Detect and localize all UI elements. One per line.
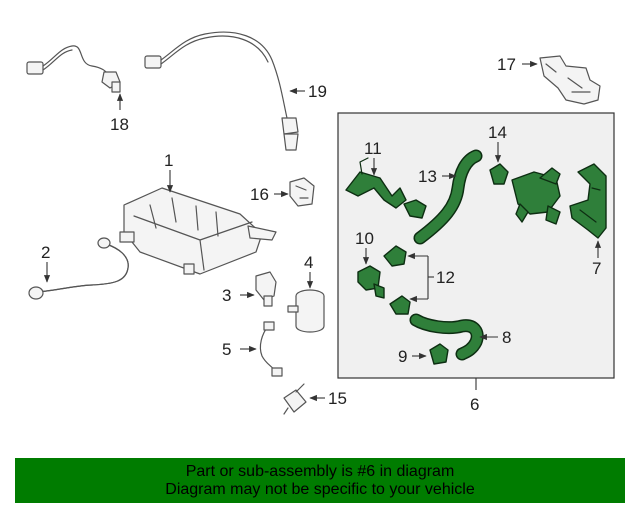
callout-5: 5 xyxy=(222,340,231,359)
clip-12a[interactable] xyxy=(383,245,407,267)
callout-16: 16 xyxy=(250,185,269,204)
callout-3: 3 xyxy=(222,286,231,305)
footer-banner: Part or sub-assembly is #6 in diagram Di… xyxy=(15,458,625,503)
hose-5[interactable] xyxy=(259,321,283,377)
parts-diagram: 18 19 17 1 16 2 xyxy=(26,31,615,415)
callout-11: 11 xyxy=(364,139,382,158)
valve-3[interactable] xyxy=(255,271,277,307)
callout-15: 15 xyxy=(328,389,347,408)
callout-10: 10 xyxy=(355,229,374,248)
footer-line-2: Diagram may not be specific to your vehi… xyxy=(165,480,475,498)
bracket-11[interactable] xyxy=(345,157,407,209)
callout-7: 7 xyxy=(592,259,601,278)
purge-valve[interactable] xyxy=(511,167,561,225)
connector-14[interactable] xyxy=(489,163,509,185)
callout-8: 8 xyxy=(502,328,511,347)
hose-8[interactable] xyxy=(409,313,484,361)
part-17[interactable] xyxy=(539,55,601,105)
oxygen-sensor-18[interactable] xyxy=(26,45,121,93)
bracket-16[interactable] xyxy=(289,177,315,207)
connector-10-clip xyxy=(373,283,385,299)
clip-12b[interactable] xyxy=(389,295,411,315)
callout-12: 12 xyxy=(436,268,455,287)
callout-14: 14 xyxy=(488,123,507,142)
oxygen-sensor-19[interactable] xyxy=(144,31,299,151)
clip-11b xyxy=(403,199,427,219)
hose-2[interactable] xyxy=(28,237,129,300)
callout-2: 2 xyxy=(41,243,50,262)
callout-9: 9 xyxy=(398,347,407,366)
callout-13: 13 xyxy=(418,167,437,186)
sensor-15[interactable] xyxy=(283,383,307,415)
canister-1[interactable] xyxy=(119,187,277,275)
footer-line-1: Part or sub-assembly is #6 in diagram xyxy=(185,462,455,480)
assembly-6-inset[interactable]: 11 13 14 7 10 xyxy=(337,112,615,379)
callout-19: 19 xyxy=(308,82,327,101)
clip-9[interactable] xyxy=(429,343,449,365)
hose-13[interactable] xyxy=(413,149,483,245)
bracket-7[interactable] xyxy=(569,163,607,239)
callout-18: 18 xyxy=(110,115,129,134)
callout-17: 17 xyxy=(497,55,516,74)
callout-1: 1 xyxy=(164,151,173,170)
callout-4: 4 xyxy=(304,253,313,272)
callout-6: 6 xyxy=(470,395,479,414)
filter-4[interactable] xyxy=(287,289,325,333)
